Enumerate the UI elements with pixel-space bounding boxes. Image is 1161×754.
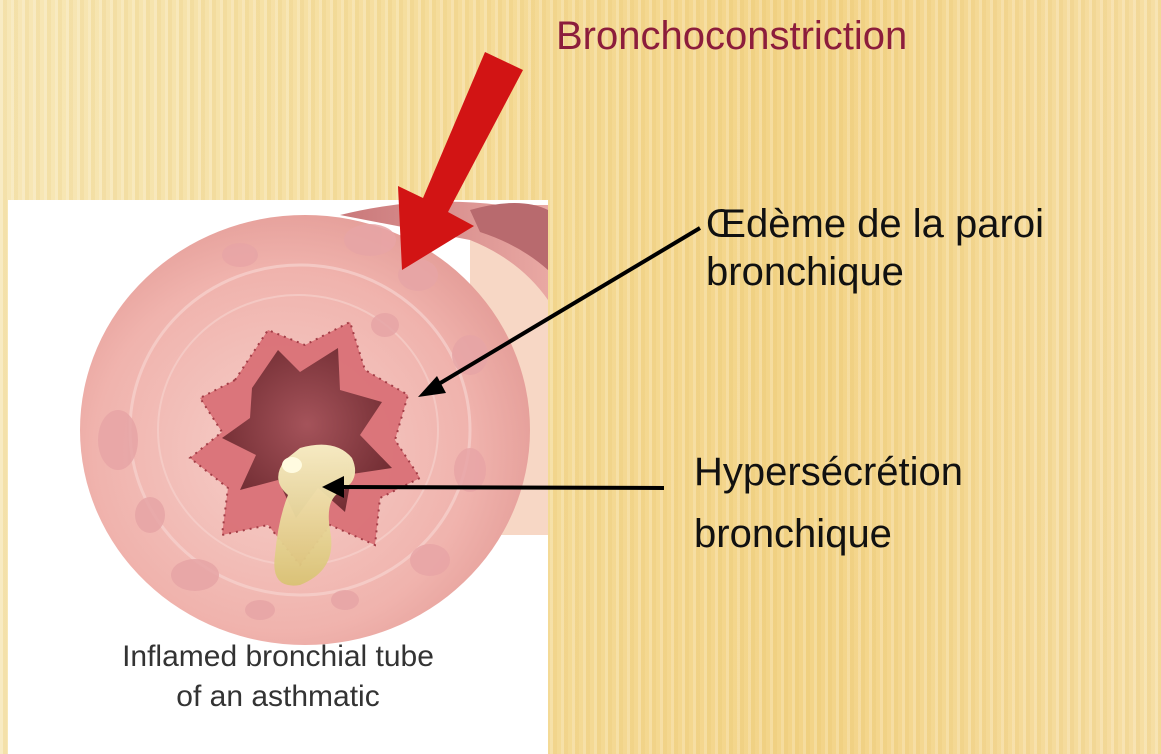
hyper-label-line2: bronchique	[694, 510, 892, 558]
oedeme-label-line2: bronchique	[706, 248, 904, 296]
illustration-caption: Inflamed bronchial tube of an asthmatic	[8, 637, 548, 717]
mucus-highlight	[282, 457, 302, 473]
hyper-label-line1: Hypersécrétion	[694, 448, 963, 496]
caption-line1: Inflamed bronchial tube	[8, 637, 548, 677]
bronchoconstriction-title: Bronchoconstriction	[556, 12, 907, 60]
hyper-pointer-line	[340, 487, 664, 488]
oedeme-label-line1: Œdème de la paroi	[706, 200, 1044, 248]
caption-line2: of an asthmatic	[8, 677, 548, 717]
